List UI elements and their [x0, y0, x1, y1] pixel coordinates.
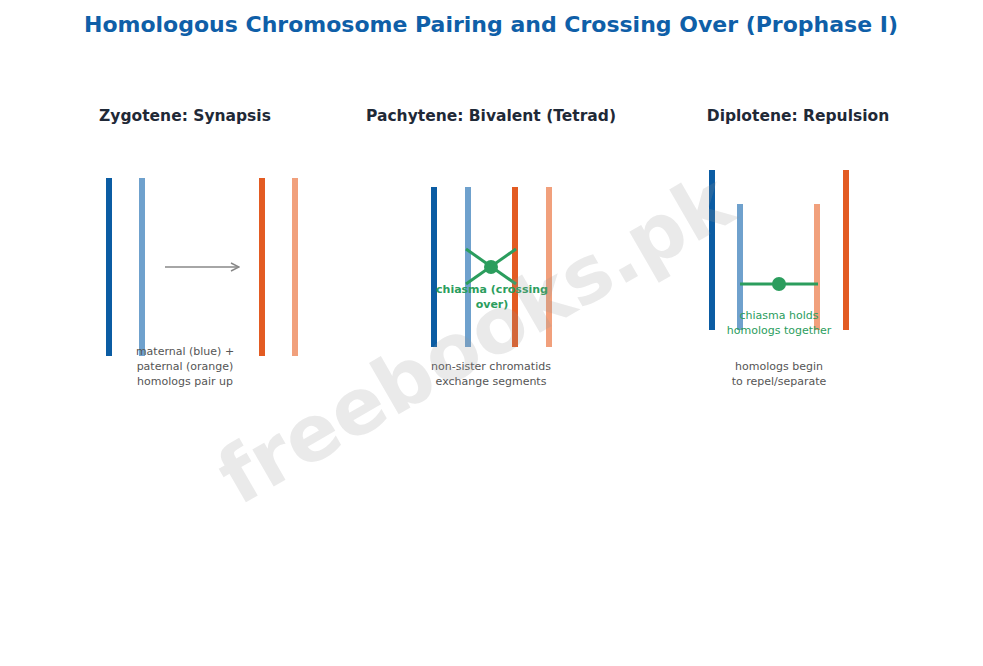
panel-heading: Diplotene: Repulsion: [648, 106, 948, 127]
panel-heading: Pachytene: Bivalent (Tetrad): [341, 106, 641, 127]
panel-note: maternal (blue) + paternal (orange) homo…: [129, 345, 241, 390]
diagram-title: Homologous Chromosome Pairing and Crossi…: [11, 10, 971, 40]
chiasma-point: [484, 260, 498, 274]
panel-heading: Zygotene: Synapsis: [35, 106, 335, 127]
maternal-chromatid: [106, 178, 112, 356]
paternal-chromatid: [292, 178, 298, 356]
chiasma-label: chiasma holds homologs together: [720, 309, 838, 339]
maternal-chromatid: [139, 178, 145, 356]
panel-note: homologs begin to repel/separate: [730, 360, 828, 390]
pairing-arrow: [165, 266, 239, 268]
watermark: freebooks.pk: [178, 145, 771, 533]
chiasma-point: [772, 277, 786, 291]
paternal-chromatid: [259, 178, 265, 356]
paternal-chromatid: [843, 170, 849, 330]
